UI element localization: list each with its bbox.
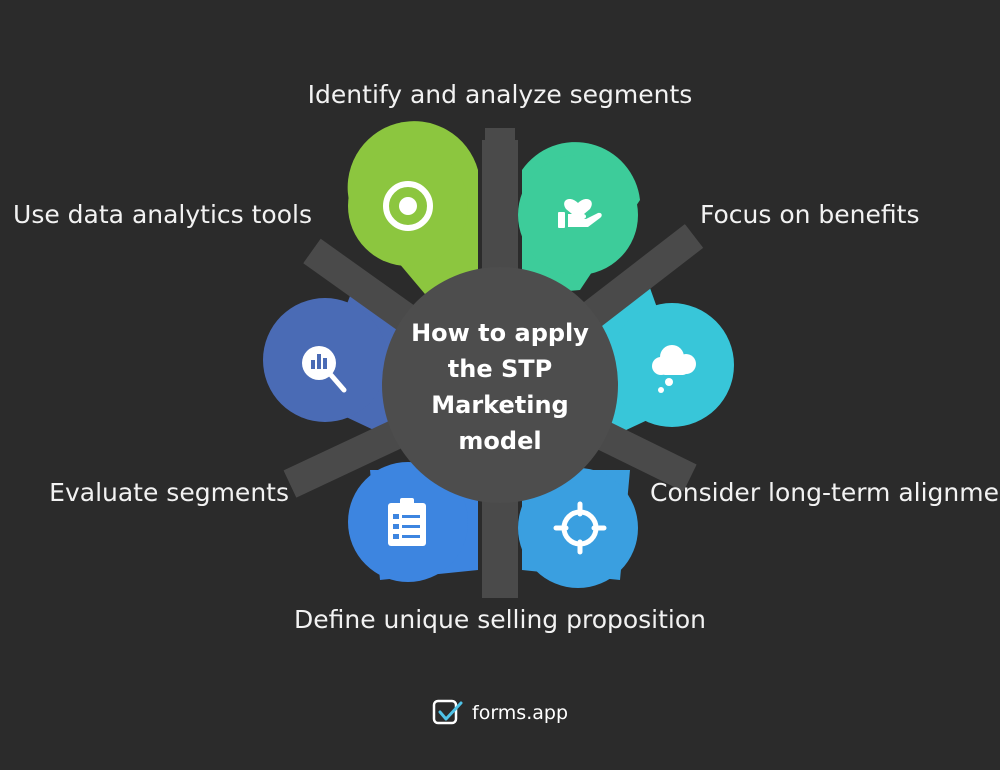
center-title-line-1: How to apply <box>411 319 589 347</box>
label-evaluate-segments: Evaluate segments <box>49 478 289 507</box>
thought-cloud-icon <box>652 345 696 393</box>
brand-name: forms.app <box>472 702 569 724</box>
center-hub <box>382 267 618 503</box>
clipboard-icon <box>388 498 426 546</box>
heart-hand-icon <box>558 198 602 228</box>
label-data-analytics-tools: Use data analytics tools <box>13 200 312 229</box>
label-identify-segments: Identify and analyze segments <box>307 80 693 109</box>
label-long-term-alignment: Consider long-term alignment <box>650 478 1000 507</box>
brand-logo: forms.app <box>432 697 568 729</box>
target-icon <box>383 181 433 231</box>
center-title: How to apply the STP Marketing model <box>390 315 610 459</box>
crosshair-icon <box>553 501 607 555</box>
label-unique-selling-proposition: Define unique selling proposition <box>293 605 707 634</box>
forms-app-logo-icon <box>432 699 463 725</box>
label-focus-benefits: Focus on benefits <box>700 200 920 229</box>
center-title-line-2: the STP Marketing <box>431 355 569 419</box>
center-title-line-3: model <box>458 427 542 455</box>
analytics-search-icon <box>302 346 347 393</box>
petal-lower-right <box>518 468 638 588</box>
